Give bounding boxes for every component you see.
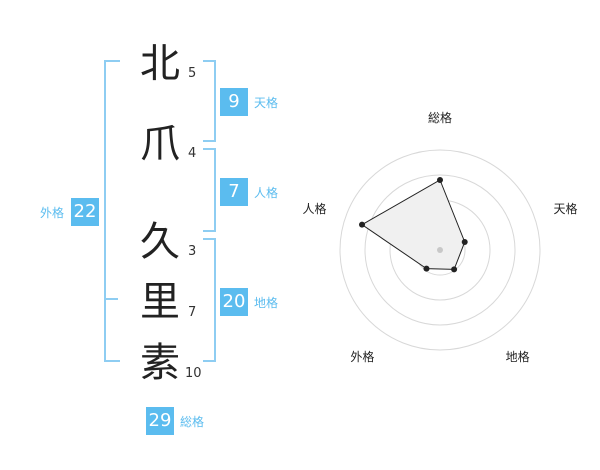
name-char-5: 素 [140, 340, 180, 386]
radar-point-2 [461, 238, 468, 245]
gaikaku-divider-tick [104, 298, 118, 300]
gaikaku-value: 22 [71, 198, 99, 226]
radar-axis-label-5: 人格 [302, 202, 327, 217]
stroke-count-4: 7 [188, 305, 197, 320]
stroke-count-1: 5 [188, 66, 197, 81]
radar-point-1 [437, 177, 443, 183]
radar-axis-label-1: 総格 [427, 111, 452, 125]
radar-point-4 [423, 265, 430, 272]
stroke-count-3: 3 [188, 244, 197, 259]
chikaku-bracket [203, 238, 216, 362]
jinkaku-label: 人格 [254, 186, 279, 200]
radar-grid-ring [414, 224, 466, 276]
chikaku-label: 地格 [254, 296, 279, 310]
name-char-2: 爪 [140, 121, 180, 167]
radar-center-dot [437, 247, 443, 253]
radar-axis-label-3: 地格 [505, 349, 530, 364]
tenkaku-value: 9 [220, 88, 248, 116]
tenkaku-bracket [203, 60, 216, 142]
radar-grid-ring [364, 174, 516, 326]
radar-axis-label-4: 外格 [350, 349, 375, 364]
name-char-3: 久 [140, 219, 180, 265]
soukaku-label: 総格 [180, 415, 205, 429]
chikaku-value: 20 [220, 288, 248, 316]
radar-point-3 [451, 266, 458, 273]
radar-grid-ring [339, 149, 541, 351]
radar-grid-ring [389, 199, 491, 301]
gaikaku-label: 外格 [40, 206, 65, 220]
stroke-count-2: 4 [188, 146, 197, 161]
name-char-1: 北 [140, 41, 180, 87]
soukaku-value: 29 [146, 407, 174, 435]
radar-axis-label-2: 天格 [553, 202, 578, 217]
jinkaku-bracket [203, 148, 216, 232]
gaikaku-bracket [104, 60, 120, 362]
radar-shape [361, 179, 466, 270]
tenkaku-label: 天格 [254, 96, 279, 110]
jinkaku-value: 7 [220, 178, 248, 206]
radar-point-5 [359, 221, 366, 228]
stroke-count-5: 10 [185, 366, 202, 381]
name-char-4: 里 [140, 279, 180, 325]
